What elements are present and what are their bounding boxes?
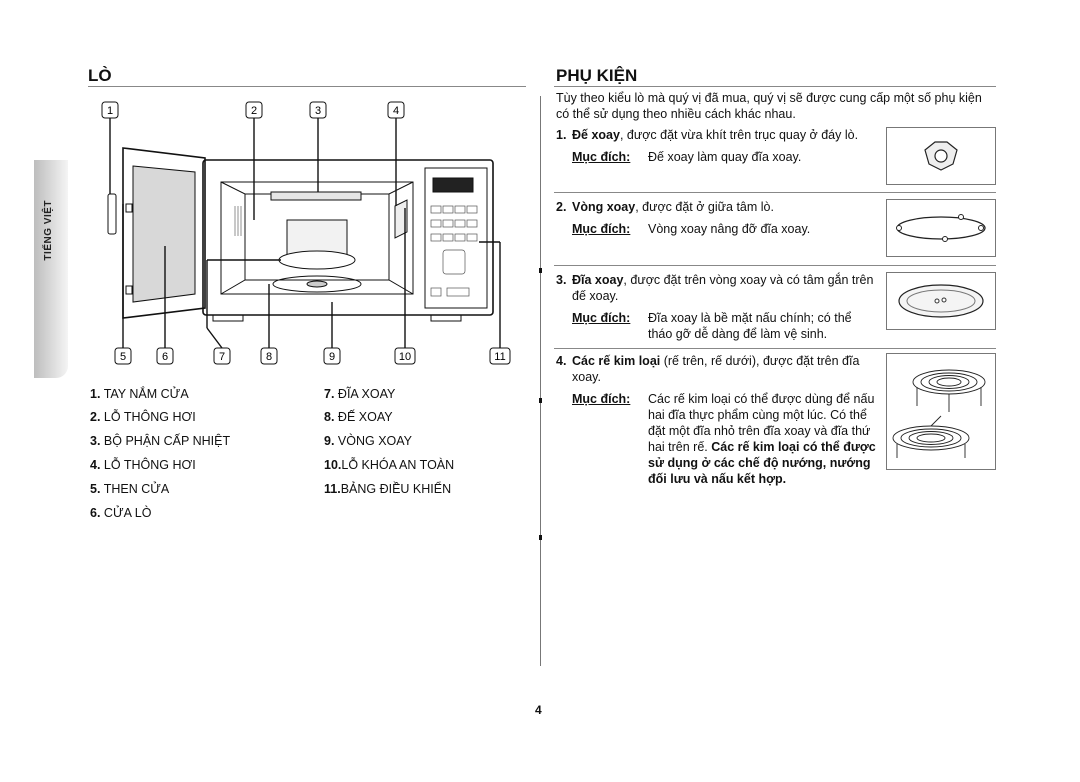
callout-7: 7 [213, 347, 231, 365]
svg-text:11: 11 [494, 351, 505, 363]
part-item-3: 3. BỘ PHẬN CẤP NHIỆT [90, 434, 231, 448]
callouts-top: 1 2 3 4 [101, 101, 405, 119]
svg-text:5: 5 [120, 351, 126, 363]
turntable-drawing [278, 250, 356, 270]
page-number: 4 [535, 703, 542, 717]
purpose-label: Mục đích: [572, 311, 631, 325]
svg-text:9: 9 [329, 351, 335, 363]
part-item-5: 5. THEN CỬA [90, 482, 170, 496]
door-latch-bottom-drawing [125, 285, 133, 295]
separator [554, 192, 996, 193]
callout-11: 11 [489, 347, 511, 365]
divider-tick [539, 268, 542, 273]
part-item-11: 11.BẢNG ĐIỀU KHIỂN [324, 482, 452, 496]
accessory-4: 4.Các rế kim loại (rế trên, rế dưới), đư… [556, 354, 876, 486]
foot-left-drawing [212, 314, 244, 322]
language-side-tab: TIẾNG VIỆT [34, 160, 68, 378]
accessory-3: 3.Đĩa xoay, được đặt trên vòng xoay và c… [556, 273, 874, 341]
display-drawing [432, 177, 474, 193]
door-latch-top-drawing [125, 203, 133, 213]
oven-title-rule [88, 86, 526, 87]
control-panel-drawing [424, 167, 488, 309]
roller-ring-drawing [272, 275, 362, 293]
svg-text:4: 4 [393, 105, 399, 117]
callout-6: 6 [156, 347, 174, 365]
separator [554, 265, 996, 266]
accessories-intro: Tùy theo kiểu lò mà quý vị đã mua, quý v… [556, 91, 982, 121]
heater-drawing [270, 191, 362, 201]
oven-diagram: 1 2 3 4 5 6 7 8 9 10 11 [101, 101, 511, 365]
separator [554, 348, 996, 349]
svg-text:1: 1 [107, 105, 113, 117]
roller-ring-image [886, 199, 996, 257]
door-window-drawing [132, 165, 196, 303]
vent-right-drawing [394, 199, 408, 239]
part-item-1: 1. TAY NẮM CỬA [90, 387, 189, 401]
callout-3: 3 [309, 101, 327, 119]
accessories-section-title: PHỤ KIỆN [556, 66, 638, 85]
foot-right-drawing [430, 314, 462, 322]
purpose-label: Mục đích: [572, 222, 631, 236]
svg-text:3: 3 [315, 105, 321, 117]
part-item-6: 6. CỬA LÒ [90, 506, 152, 520]
svg-text:6: 6 [162, 351, 168, 363]
accessories-title-rule [554, 86, 996, 87]
lower-rack-drawing [892, 415, 970, 458]
cavity-drawing [220, 181, 414, 295]
column-divider [540, 96, 541, 666]
divider-tick [539, 535, 542, 540]
oven-body-drawing [202, 159, 494, 316]
svg-text:2: 2 [251, 105, 257, 117]
divider-tick [539, 398, 542, 403]
svg-text:7: 7 [219, 351, 225, 363]
callout-1: 1 [101, 101, 119, 119]
part-item-8: 8. ĐẾ XOAY [324, 410, 393, 424]
accessory-2: 2.Vòng xoay, được đặt ở giữa tâm lò. Mục… [556, 200, 811, 236]
part-item-4: 4. LỖ THÔNG HƠI [90, 458, 196, 472]
vent-left-drawing [234, 206, 242, 236]
svg-text:8: 8 [266, 351, 272, 363]
purpose-label: Mục đích: [572, 392, 631, 406]
turntable-image [886, 272, 996, 330]
callout-2: 2 [245, 101, 263, 119]
metal-racks-image [886, 353, 996, 470]
language-tab-label: TIẾNG VIỆT [43, 200, 54, 261]
callout-5: 5 [114, 347, 132, 365]
purpose-label: Mục đích: [572, 150, 631, 164]
upper-rack-drawing [912, 369, 986, 412]
door-handle-drawing [107, 193, 117, 235]
svg-text:10: 10 [399, 351, 411, 363]
coupler-image [886, 127, 996, 185]
oven-section-title: LÒ [88, 66, 112, 85]
part-item-2: 2. LỖ THÔNG HƠI [90, 410, 196, 424]
part-item-9: 9. VÒNG XOAY [324, 434, 413, 448]
callout-8: 8 [260, 347, 278, 365]
part-item-7: 7. ĐĨA XOAY [324, 387, 396, 401]
accessory-1: 1.Đế xoay, được đặt vừa khít trên trục q… [556, 128, 859, 164]
callout-9: 9 [323, 347, 341, 365]
callout-4: 4 [387, 101, 405, 119]
callouts-bottom: 5 6 7 8 9 10 11 [114, 347, 511, 365]
part-item-10: 10.LỖ KHÓA AN TOÀN [324, 458, 455, 472]
callout-10: 10 [394, 347, 416, 365]
